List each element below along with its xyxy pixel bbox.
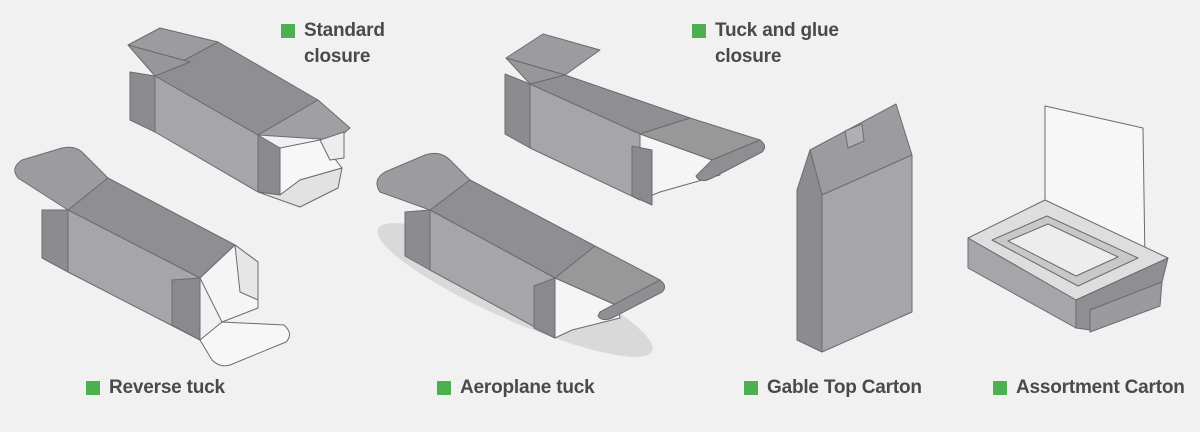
aeroplane-left-flap <box>404 209 431 271</box>
label-tuck-and-glue: Tuck and glue closure <box>692 18 839 70</box>
label-text: Tuck and glue closure <box>715 20 839 67</box>
standard-closure-carton <box>127 27 351 208</box>
tuck-glue-left-flap <box>504 73 531 149</box>
label-text: Standard closure <box>304 20 385 67</box>
standard-top-panel-left <box>127 44 191 77</box>
green-square-icon <box>281 24 295 38</box>
label-text: Gable Top Carton <box>767 377 922 398</box>
gable-top-tab <box>844 123 865 149</box>
tuck-glue-end-tab <box>631 145 653 206</box>
green-square-icon <box>86 381 100 395</box>
aeroplane-tuck-carton <box>376 152 666 357</box>
assortment-front-right <box>1089 281 1163 333</box>
standard-dust-flap <box>319 131 345 161</box>
assortment-tray-inner <box>1007 223 1119 277</box>
standard-end-tab <box>257 134 281 196</box>
label-aeroplane-tuck: Aeroplane tuck <box>437 375 595 401</box>
reverse-tuck-carton <box>14 146 290 367</box>
aeroplane-end-flap <box>597 279 666 321</box>
reverse-tuck-dust-flap <box>234 244 259 301</box>
label-reverse-tuck: Reverse tuck <box>86 375 225 401</box>
label-gable-top: Gable Top Carton <box>744 375 922 401</box>
reverse-tuck-bottom-flap <box>199 321 290 367</box>
gable-top-carton <box>796 103 913 353</box>
label-text: Aeroplane tuck <box>460 377 595 398</box>
tuck-glue-top-left <box>505 57 566 85</box>
label-text: Reverse tuck <box>109 377 225 398</box>
standard-open-end-shadow <box>257 167 343 208</box>
assortment-carton <box>967 105 1169 333</box>
label-assortment: Assortment Carton <box>993 375 1185 401</box>
aeroplane-end-tab <box>533 277 556 339</box>
gable-top-front-face <box>821 154 913 353</box>
label-text: Assortment Carton <box>1016 377 1185 398</box>
tuck-glue-end-flap <box>695 139 766 182</box>
label-standard-closure: Standard closure <box>281 18 385 70</box>
green-square-icon <box>993 381 1007 395</box>
reverse-tuck-top-flap <box>14 146 109 211</box>
reverse-tuck-left-flap <box>41 209 69 273</box>
tuck-and-glue-carton <box>504 33 766 206</box>
green-square-icon <box>437 381 451 395</box>
gable-top-left-face <box>796 149 823 353</box>
standard-left-flap <box>129 71 156 133</box>
aeroplane-top-flap <box>376 152 471 211</box>
green-square-icon <box>744 381 758 395</box>
green-square-icon <box>692 24 706 38</box>
reverse-tuck-end-tab <box>171 277 201 341</box>
